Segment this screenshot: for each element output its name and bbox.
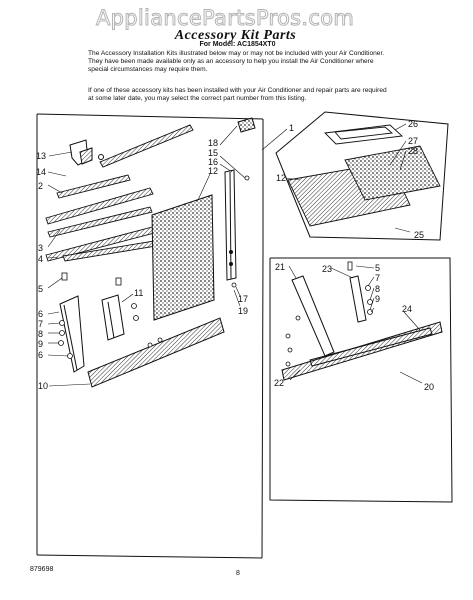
intro-paragraph-1: The Accessory Installation Kits illustra… (88, 50, 385, 73)
callout-9b: 9 (375, 294, 380, 304)
kit-20-frame (269, 257, 453, 503)
kit-20-fasteners (285, 261, 373, 367)
lower-brackets (59, 294, 225, 388)
kit-25-parts (287, 124, 441, 227)
kit-20-parts (281, 275, 443, 381)
callout-15: 15 (208, 148, 218, 158)
callout-8: 8 (38, 329, 43, 339)
callout-12b: 12 (276, 173, 286, 183)
callout-25: 25 (414, 230, 424, 240)
main-kit-frame (36, 113, 264, 559)
callout-7b: 7 (375, 273, 380, 283)
callout-16: 16 (208, 157, 218, 167)
rail-parts (45, 124, 194, 262)
callout-14: 14 (36, 167, 46, 177)
callout-6b: 6 (38, 350, 43, 360)
callout-21: 21 (275, 262, 285, 272)
callout-20: 20 (424, 382, 434, 392)
callout-26: 26 (408, 119, 418, 129)
callout-4: 4 (38, 254, 43, 264)
page-title: Accessory Kit Parts (174, 28, 297, 43)
callout-19: 19 (238, 306, 248, 316)
filter-panel (151, 194, 215, 321)
watermark: AppliancePartsPros.com (95, 6, 355, 31)
vertical-channel (224, 169, 237, 281)
callout-24: 24 (402, 304, 412, 314)
callout-28: 28 (408, 146, 418, 156)
callout-18: 18 (208, 138, 218, 148)
callout-5b: 5 (375, 263, 380, 273)
callout-5: 5 (38, 284, 43, 294)
callout-13: 13 (36, 151, 46, 161)
callout-23: 23 (322, 264, 332, 274)
clip-18 (237, 117, 256, 133)
page-number: 8 (236, 570, 240, 577)
callout-3: 3 (38, 243, 43, 253)
callout-2: 2 (38, 181, 43, 191)
callout-6: 6 (38, 309, 43, 319)
kit-25-frame (275, 111, 449, 241)
callout-8b: 8 (375, 284, 380, 294)
model-label: For Model: AC1854XT0 (199, 41, 276, 48)
callout-1: 1 (289, 123, 294, 133)
callout-22: 22 (274, 378, 284, 388)
doc-number: 879698 (30, 566, 54, 573)
callout-11: 11 (134, 288, 143, 298)
callout-27: 27 (408, 136, 418, 146)
callout-12: 12 (208, 166, 218, 176)
callout-10: 10 (38, 381, 48, 391)
callout-17: 17 (238, 294, 248, 304)
intro-paragraph-2: If one of these accessory kits has been … (88, 87, 387, 102)
bracket-13 (69, 139, 104, 166)
callout-7: 7 (38, 319, 43, 329)
leader-lines (47, 123, 423, 387)
callout-9: 9 (38, 339, 43, 349)
